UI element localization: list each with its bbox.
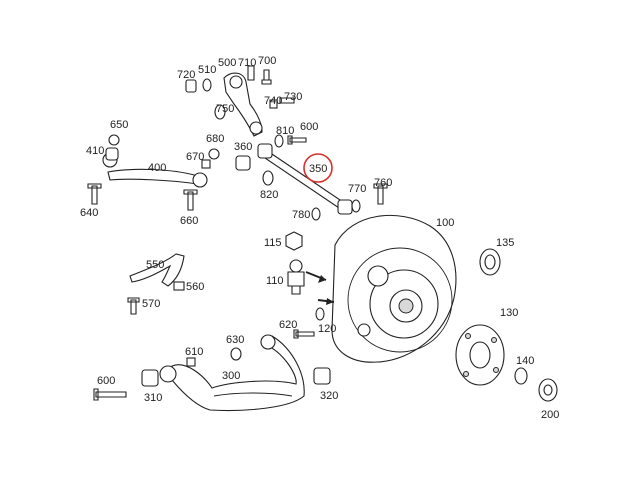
callout-320: 320	[320, 390, 338, 402]
bolt-700	[261, 69, 272, 85]
washer-140	[514, 367, 528, 385]
callout-770: 770	[348, 183, 366, 195]
wheel-flange-130	[455, 324, 505, 386]
bolt-600-lower	[93, 388, 127, 401]
callout-670: 670	[186, 151, 204, 163]
callout-680: 680	[206, 133, 224, 145]
callout-700: 700	[258, 55, 276, 67]
bolt-730	[279, 97, 295, 104]
callout-300: 300	[222, 370, 240, 382]
washer-770	[351, 199, 361, 213]
upper-control-arm	[223, 72, 263, 137]
washer-120	[315, 307, 325, 321]
bolt-760	[373, 183, 388, 205]
callout-140: 140	[516, 355, 534, 367]
bushing-360	[235, 155, 251, 171]
callout-560: 560	[186, 281, 204, 293]
bolt-620	[293, 329, 315, 339]
callout-660: 660	[180, 215, 198, 227]
nut-560	[173, 281, 185, 291]
callout-780: 780	[292, 209, 310, 221]
callout-120: 120	[318, 323, 336, 335]
bolt-640	[87, 183, 102, 205]
callout-550: 550	[146, 259, 164, 271]
washer-630	[230, 347, 242, 361]
bracket-550	[129, 253, 185, 287]
brake-backing-plate-100	[331, 214, 457, 363]
callout-600-lower: 600	[97, 375, 115, 387]
bushing-780	[311, 207, 321, 221]
callout-710: 710	[238, 57, 256, 69]
callout-640: 640	[80, 207, 98, 219]
callout-750: 750	[216, 103, 234, 115]
callout-630: 630	[226, 334, 244, 346]
washer-510	[202, 78, 212, 92]
washer-680	[208, 148, 220, 160]
bolt-600-upper	[287, 135, 307, 145]
callout-570: 570	[142, 298, 160, 310]
bushing-810	[274, 134, 284, 148]
callout-620: 620	[279, 319, 297, 331]
nut-670	[201, 159, 211, 169]
callout-810: 810	[276, 125, 294, 137]
callout-110: 110	[266, 275, 284, 287]
callout-135: 135	[496, 237, 514, 249]
callout-310: 310	[144, 392, 162, 404]
callout-130: 130	[500, 307, 518, 319]
bolt-710	[247, 65, 255, 81]
callout-400: 400	[148, 162, 166, 174]
bearing-135	[479, 248, 501, 276]
callout-115: 115	[264, 237, 282, 249]
callout-740: 740	[264, 95, 282, 107]
callout-760: 760	[374, 177, 392, 189]
bushing-720	[185, 79, 197, 93]
lower-control-arm-300	[159, 334, 305, 412]
nut-740	[269, 99, 278, 109]
bolt-820	[262, 170, 274, 186]
callout-100: 100	[436, 217, 454, 229]
bolt-570	[127, 297, 140, 315]
bolt-660	[183, 189, 198, 211]
callout-650: 650	[110, 119, 128, 131]
nut-200	[538, 378, 558, 402]
callout-360: 360	[234, 141, 252, 153]
washer-650	[108, 134, 120, 146]
bushing-320	[313, 367, 331, 385]
callout-510: 510	[198, 64, 216, 76]
nut-115	[285, 231, 303, 251]
highlight-circle	[303, 153, 333, 183]
assembly-arrow	[305, 271, 335, 305]
bushing-410	[105, 147, 119, 161]
link-350	[257, 143, 353, 215]
callout-500: 500	[218, 57, 236, 69]
callout-200: 200	[541, 409, 559, 421]
spring-link-400	[102, 152, 208, 188]
callout-350: 350	[309, 163, 327, 175]
callout-610: 610	[185, 346, 203, 358]
bushing-310	[141, 369, 159, 387]
callout-720: 720	[177, 69, 195, 81]
callout-410: 410	[86, 145, 104, 157]
nut-610	[186, 357, 196, 367]
callout-730: 730	[284, 91, 302, 103]
ball-joint-110	[287, 259, 305, 295]
bushing-750	[214, 104, 226, 120]
callout-600-upper: 600	[300, 121, 318, 133]
callout-820: 820	[260, 189, 278, 201]
